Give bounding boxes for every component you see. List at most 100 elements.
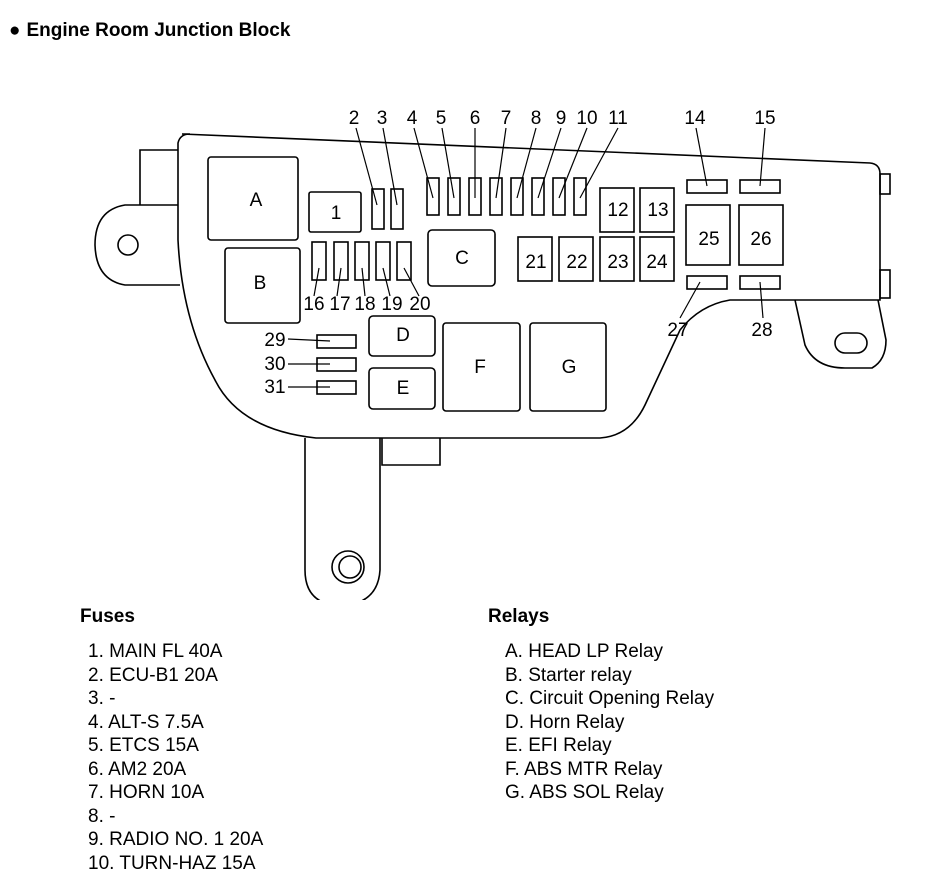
fuse-3-box	[390, 188, 404, 230]
fuse-12-box	[599, 187, 635, 233]
leader-4	[413, 127, 434, 199]
leader-27	[679, 281, 701, 319]
relay-B-box	[224, 247, 301, 324]
bottom-mount-hole-inner	[338, 555, 362, 579]
list-item: 6. AM2 20A	[88, 758, 187, 780]
fuse-5-box	[447, 177, 461, 216]
fuse-2-box	[371, 188, 385, 230]
fuse-22-box	[558, 236, 594, 282]
relay-A-box	[207, 156, 299, 241]
fuse-4-box	[426, 177, 440, 216]
list-item: 2. ECU-B1 20A	[88, 664, 218, 686]
relays-heading: Relays	[488, 606, 550, 627]
list-item: G. ABS SOL Relay	[505, 782, 664, 803]
relay-G-label: G	[562, 357, 577, 378]
leader-19	[382, 267, 391, 297]
left-mount-ear	[94, 204, 180, 286]
fuse-29-box	[316, 334, 357, 349]
list-item: 1. MAIN FL 40A	[88, 641, 223, 662]
relay-G-box	[529, 322, 607, 412]
callout-16: 16	[303, 294, 324, 315]
callout-10: 10	[576, 108, 597, 129]
relay-F-label: F	[474, 357, 486, 378]
list-item: 7. HORN 10A	[88, 782, 205, 803]
fuse-14-box	[686, 179, 728, 194]
callout-15: 15	[754, 108, 775, 129]
leader-28	[759, 281, 764, 319]
junction-block-diagram: A B 1 C D E F G 12 13 21 22 23 24 25 26 …	[94, 108, 891, 600]
relays-list: A. HEAD LP Relay B. Starter relay C. Cir…	[505, 640, 714, 805]
right-tab-lower	[879, 269, 891, 299]
housing-outline	[177, 133, 881, 439]
fuse-13-box	[639, 187, 675, 233]
callout-30: 30	[264, 354, 285, 375]
leader-14	[695, 127, 708, 187]
fuse-10-box	[552, 177, 566, 216]
list-item: B. Starter relay	[505, 664, 632, 686]
callout-29: 29	[264, 330, 285, 351]
right-mount-hole	[834, 332, 868, 354]
leader-9	[537, 127, 562, 199]
fuse-16-box	[311, 241, 327, 281]
top-left-tab	[139, 149, 178, 205]
relay-D-box	[368, 315, 436, 357]
fuse-21-box	[517, 236, 553, 282]
leader-17	[336, 267, 342, 297]
fuse-1-label: 1	[331, 203, 342, 224]
fuses-heading: Fuses	[80, 606, 135, 627]
fuse-7-box	[489, 177, 503, 216]
right-tab-upper	[879, 173, 891, 195]
bottom-mount-leg	[304, 438, 381, 600]
callout-28: 28	[751, 320, 772, 341]
right-mount-ear	[794, 299, 887, 369]
fuse-20-box	[396, 241, 412, 281]
relay-E-label: E	[397, 378, 410, 399]
leader-20	[403, 267, 420, 297]
leader-16	[313, 267, 320, 297]
fuse-17-box	[333, 241, 349, 281]
leader-18	[361, 267, 366, 297]
fuse-23-label: 23	[607, 252, 628, 273]
callout-14: 14	[684, 108, 706, 129]
callout-31: 31	[264, 377, 285, 398]
leader-11	[579, 127, 619, 199]
fuse-9-box	[531, 177, 545, 216]
fuses-list: 1. MAIN FL 40A 2. ECU-B1 20A 3. - 4. ALT…	[88, 640, 263, 875]
fuse-23-box	[599, 236, 635, 282]
leader-3	[382, 127, 398, 206]
list-item: 5. ETCS 15A	[88, 735, 199, 756]
fuse-26-label: 26	[750, 229, 771, 250]
fuse-13-label: 13	[647, 200, 668, 221]
bullet-icon: ●	[9, 20, 21, 41]
relay-C-label: C	[455, 248, 469, 269]
callout-8: 8	[531, 108, 542, 129]
callout-2: 2	[349, 108, 360, 129]
left-mount-hole	[117, 234, 139, 256]
list-item: 8. -	[88, 805, 116, 827]
relay-C-box	[427, 229, 496, 287]
fuse-25-label: 25	[698, 229, 719, 250]
list-item: F. ABS MTR Relay	[505, 758, 663, 780]
list-item: A. HEAD LP Relay	[505, 641, 664, 662]
callout-11: 11	[608, 108, 628, 129]
callout-19: 19	[381, 294, 402, 315]
fuse-1-box	[308, 191, 362, 233]
leader-10	[558, 127, 588, 199]
leader-2	[355, 127, 378, 206]
list-item: C. Circuit Opening Relay	[505, 688, 715, 709]
bottom-mount-hole	[331, 550, 365, 584]
leader-5	[441, 127, 455, 199]
bottom-notch	[381, 438, 441, 466]
fuse-24-box	[639, 236, 675, 282]
fuse-22-label: 22	[566, 252, 587, 273]
leader-29	[287, 338, 331, 342]
callout-17: 17	[329, 294, 350, 315]
list-item: 3. -	[88, 688, 116, 709]
list-item: D. Horn Relay	[505, 711, 625, 733]
fuse-27-box	[686, 275, 728, 290]
leader-7	[495, 127, 507, 199]
relay-B-label: B	[254, 273, 267, 294]
diagram-title: ●Engine Room Junction Block	[9, 20, 290, 42]
callout-9: 9	[556, 108, 567, 129]
callout-18: 18	[354, 294, 375, 315]
